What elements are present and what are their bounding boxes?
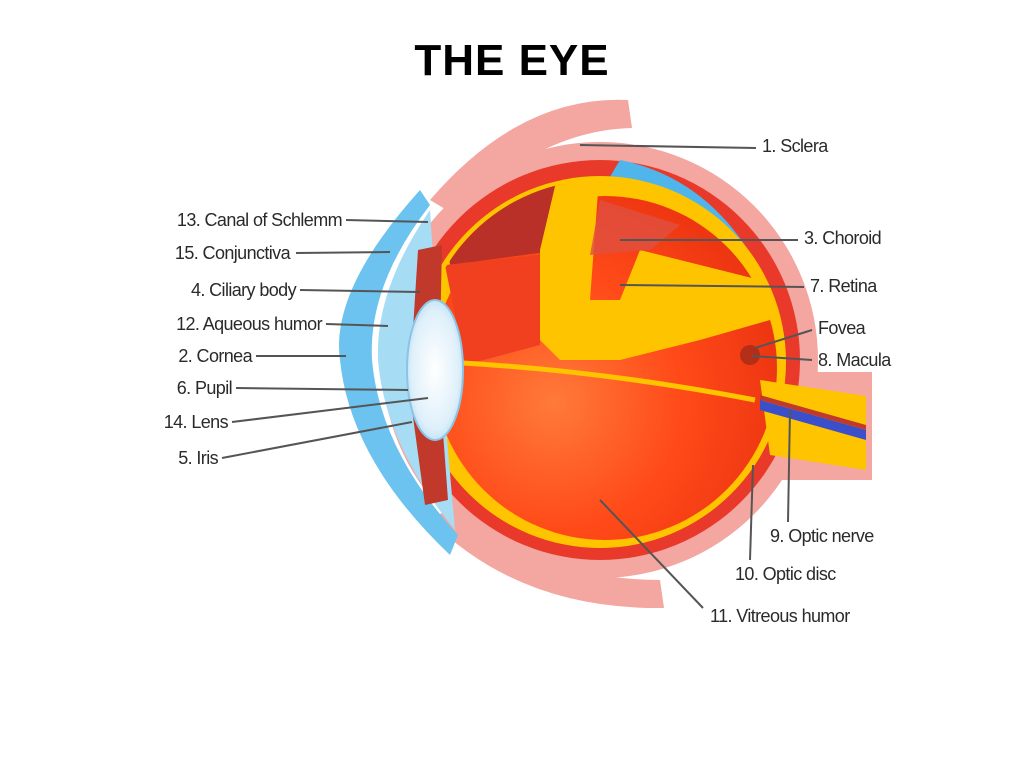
cornea-shape: [339, 190, 458, 555]
section-line: [444, 359, 756, 403]
label-iris: 5. Iris: [178, 448, 218, 468]
lens-shape: [406, 299, 464, 441]
label-optic-nerve: 9. Optic nerve: [770, 526, 874, 546]
label-canal-of-schlemm: 13. Canal of Schlemm: [177, 210, 342, 230]
slide-title: THE EYE: [414, 36, 610, 85]
optic-nerve-shape: [760, 380, 866, 470]
label-vitreous-humor: 11. Vitreous humor: [710, 606, 850, 626]
label-optic-disc: 10. Optic disc: [735, 564, 836, 584]
label-ciliary-body: 4. Ciliary body: [191, 280, 297, 300]
label-cornea: 2. Cornea: [178, 346, 253, 366]
label-lens: 14. Lens: [164, 412, 229, 432]
label-sclera: 1. Sclera: [762, 136, 829, 156]
label-aqueous-humor: 12. Aqueous humor: [176, 314, 323, 334]
label-pupil: 6. Pupil: [177, 378, 232, 398]
label-conjunctiva: 15. Conjunctiva: [175, 243, 292, 263]
label-macula: 8. Macula: [818, 350, 892, 370]
label-choroid: 3. Choroid: [804, 228, 881, 248]
macula-spot: [740, 345, 760, 365]
label-retina: 7. Retina: [810, 276, 878, 296]
label-fovea: Fovea: [818, 318, 867, 338]
leader-lines: [221, 144, 813, 609]
